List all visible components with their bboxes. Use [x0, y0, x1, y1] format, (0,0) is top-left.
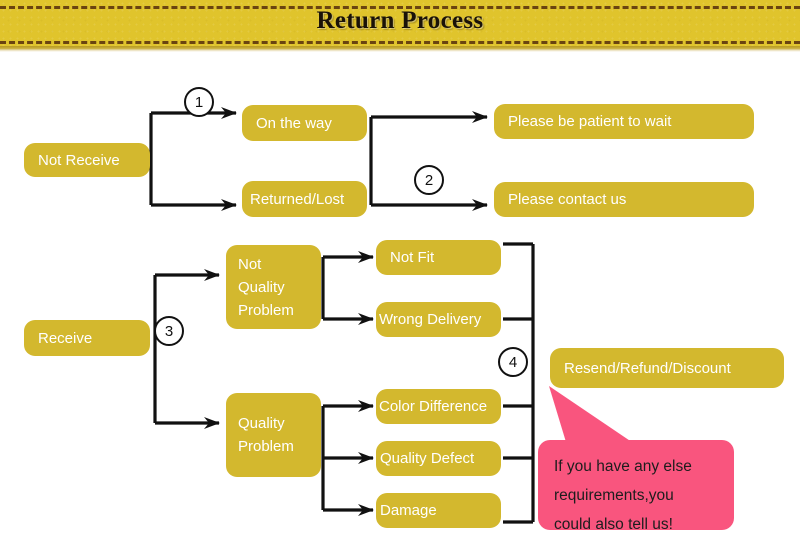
node-quality-problem[interactable]: Quality Problem [226, 393, 321, 477]
page-header-banner: Return Process [0, 0, 800, 46]
node-not-receive[interactable]: Not Receive [24, 143, 150, 177]
extra-requirements-callout: If you have any else requirements,you co… [538, 440, 734, 533]
node-label: Not Fit [390, 249, 435, 266]
node-returned-lost[interactable]: Returned/Lost [242, 181, 367, 217]
step-marker-label: 4 [508, 353, 518, 371]
step-marker-4: 4 [498, 347, 528, 377]
node-label: Quality Problem [238, 415, 294, 455]
node-label: Not Quality Problem [238, 255, 294, 319]
callout-line: requirements,you [554, 487, 674, 504]
node-label: Returned/Lost [250, 190, 345, 208]
node-please-contact-us[interactable]: Please contact us [494, 182, 754, 217]
node-label: Color Difference [379, 398, 488, 415]
node-label: Receive [38, 329, 93, 347]
step-marker-label: 1 [194, 93, 204, 111]
node-label: On the way [256, 114, 332, 132]
node-quality-defect[interactable]: Quality Defect [376, 441, 501, 476]
header-dashed-line-top [0, 6, 800, 9]
node-not-fit[interactable]: Not Fit [376, 240, 501, 275]
node-label: Damage [380, 502, 437, 519]
step-marker-label: 2 [424, 171, 434, 189]
node-label: Please contact us [508, 191, 627, 208]
node-please-be-patient-to-wait[interactable]: Please be patient to wait [494, 104, 754, 139]
step-marker-2: 2 [414, 165, 444, 195]
step-marker-label: 3 [164, 322, 174, 340]
callout-tail [549, 386, 642, 452]
step-marker-3: 3 [154, 316, 184, 346]
node-label: Not Receive [38, 151, 120, 169]
node-wrong-delivery[interactable]: Wrong Delivery [376, 302, 501, 337]
node-on-the-way[interactable]: On the way [242, 105, 367, 141]
callout-line: could also tell us! [554, 516, 673, 533]
node-receive[interactable]: Receive [24, 320, 150, 356]
node-label: Quality Defect [380, 450, 475, 467]
page-title: Return Process [316, 7, 484, 34]
node-resend-refund-discount[interactable]: Resend/Refund/Discount [550, 348, 784, 388]
node-label: Wrong Delivery [379, 311, 482, 328]
step-marker-1: 1 [184, 87, 214, 117]
header-dashed-line-bottom [0, 41, 800, 44]
node-not-quality-problem[interactable]: Not Quality Problem [226, 245, 321, 329]
node-damage[interactable]: Damage [376, 493, 501, 528]
callout-line: If you have any else [554, 458, 692, 475]
node-label: Resend/Refund/Discount [564, 359, 731, 377]
node-color-difference[interactable]: Color Difference [376, 389, 501, 424]
node-label: Please be patient to wait [508, 113, 672, 130]
header-shadow [0, 46, 800, 52]
